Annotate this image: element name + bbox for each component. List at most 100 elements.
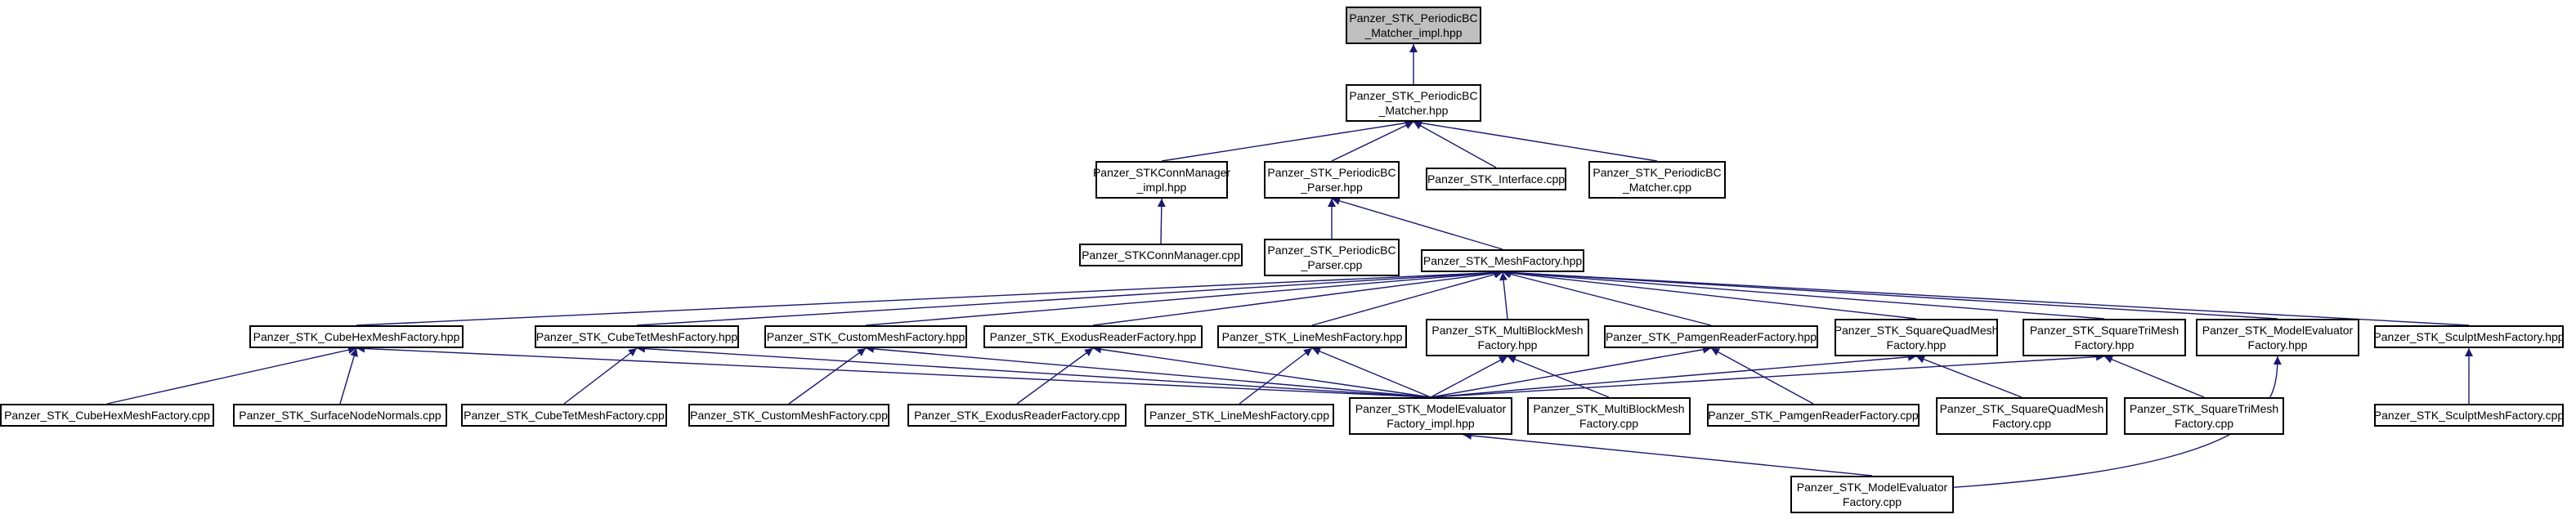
file-node-label: Factory.cpp [2174, 417, 2234, 430]
file-node-sculpt-cpp[interactable]: Panzer_STK_SculptMeshFactory.cpp [2374, 404, 2564, 427]
file-node-label: Panzer_STK_ExodusReaderFactory.hpp [989, 330, 1197, 343]
edge-conn-cpp-to-conn-impl [1157, 198, 1166, 244]
file-node-sculpt[interactable]: Panzer_STK_SculptMeshFactory.hpp [2373, 325, 2565, 348]
file-node-label: Panzer_STK_CubeTetMeshFactory.cpp [464, 409, 665, 422]
file-node-label: Panzer_STK_PeriodicBC [1593, 166, 1722, 179]
file-node-label: Panzer_STK_CubeHexMeshFactory.cpp [4, 409, 210, 422]
file-node-label: Panzer_STK_ModelEvaluator [2202, 324, 2354, 337]
edge-modeleval-impl-to-squaretri [1430, 352, 2105, 398]
edge-conn-impl-to-matcher-hpp [1161, 119, 1414, 162]
edge-multiblock-cpp-to-multiblock [1507, 356, 1610, 398]
file-node-label: Panzer_STK_CustomMeshFactory.cpp [690, 409, 888, 422]
file-node-label: _Parser.hpp [1301, 181, 1363, 194]
file-node-label: Panzer_STK_CustomMeshFactory.hpp [766, 330, 965, 343]
file-node-label: Factory.hpp [2074, 338, 2135, 351]
edge-modeleval-cpp-to-modeleval-impl [1463, 432, 1873, 476]
file-node-label: Factory.cpp [1579, 417, 1639, 430]
file-node-parser-hpp[interactable]: Panzer_STK_PeriodicBC_Parser.hpp [1264, 161, 1400, 199]
edge-matcher-cpp-to-matcher-hpp [1413, 119, 1658, 162]
edge-modeleval-impl-to-multiblock [1430, 356, 1508, 398]
edge-squarequad-cpp-to-squarequad [1915, 355, 2023, 398]
edge-modeleval-impl-to-pamgen [1430, 345, 1712, 398]
file-node-custom-cpp[interactable]: Panzer_STK_CustomMeshFactory.cpp [688, 404, 889, 427]
file-node-matcher-cpp[interactable]: Panzer_STK_PeriodicBC _Matcher.cpp [1588, 161, 1726, 199]
edge-modeleval-cpp-to-modeleval [1871, 356, 2282, 493]
file-node-exodus[interactable]: Panzer_STK_ExodusReaderFactory.hpp [983, 325, 1203, 348]
edge-squaretri-cpp-to-squaretri [2103, 356, 2205, 398]
file-node-interface-cpp[interactable]: Panzer_STK_Interface.cpp [1426, 168, 1566, 190]
edge-exodus-to-meshfactory [1092, 269, 1503, 326]
file-node-label: _Matcher_impl.hpp [1364, 26, 1463, 39]
file-node-label: Panzer_STK_SquareTriMesh [2029, 324, 2180, 337]
file-node-pamgen-cpp[interactable]: Panzer_STK_PamgenReaderFactory.cpp [1707, 404, 1920, 427]
edge-multiblock-to-meshfactory [1499, 271, 1508, 320]
file-node-label: Factory.hpp [2247, 338, 2308, 351]
file-node-label: Panzer_STK_SquareQuadMesh [1834, 324, 1999, 337]
file-node-meshfactory[interactable]: Panzer_STK_MeshFactory.hpp [1421, 249, 1584, 272]
edge-exodus-cpp-to-exodus [1016, 347, 1094, 405]
file-node-cubetet[interactable]: Panzer_STK_CubeTetMeshFactory.hpp [535, 325, 739, 348]
edge-interface-cpp-to-matcher-hpp [1413, 121, 1497, 168]
file-node-cubetet-cpp[interactable]: Panzer_STK_CubeTetMeshFactory.cpp [461, 404, 667, 427]
edge-modeleval-impl-to-cubehex [356, 344, 1431, 398]
file-node-label: Factory.cpp [1991, 417, 2052, 430]
file-node-label: Panzer_STK_PeriodicBC [1349, 89, 1478, 102]
file-node-label: Panzer_STK_CubeHexMeshFactory.hpp [253, 330, 460, 343]
file-node-label: Panzer_STKConnManager [1092, 166, 1231, 179]
edge-modeleval-impl-to-exodus [1092, 345, 1431, 398]
edge-modeleval-to-meshfactory [1502, 268, 2278, 320]
file-node-label: Panzer_STK_PamgenReaderFactory.hpp [1605, 330, 1817, 343]
file-node-label: Panzer_STK_PeriodicBC [1267, 244, 1396, 257]
file-node-line[interactable]: Panzer_STK_LineMeshFactory.hpp [1217, 325, 1407, 348]
edge-sculpt-to-meshfactory [1502, 268, 2470, 326]
edge-squaretri-to-meshfactory [1502, 268, 2105, 320]
file-node-matcher-hpp[interactable]: Panzer_STK_PeriodicBC _Matcher.hpp [1346, 84, 1481, 122]
file-node-conn-impl[interactable]: Panzer_STKConnManager_impl.hpp [1092, 161, 1231, 199]
edge-modeleval-impl-to-line [1311, 347, 1431, 398]
file-node-cubehex[interactable]: Panzer_STK_CubeHexMeshFactory.hpp [249, 325, 464, 348]
edge-pamgen-to-meshfactory [1502, 270, 1712, 326]
edge-modeleval-impl-to-squarequad [1430, 352, 1917, 398]
edge-cubehex-cpp-to-cubehex [106, 346, 357, 405]
edge-custom-cpp-to-custom [788, 347, 867, 405]
file-node-label: Panzer_STK_ExodusReaderFactory.cpp [914, 409, 1120, 422]
file-node-label: Factory.hpp [1886, 338, 1947, 351]
file-node-custom[interactable]: Panzer_STK_CustomMeshFactory.hpp [764, 325, 967, 348]
file-node-conn-cpp[interactable]: Panzer_STKConnManager.cpp [1079, 244, 1243, 266]
file-node-label: Panzer_STK_MultiBlockMesh [1431, 324, 1584, 337]
file-node-parser-cpp[interactable]: Panzer_STK_PeriodicBC_Parser.cpp [1264, 239, 1400, 276]
file-node-cubehex-cpp[interactable]: Panzer_STK_CubeHexMeshFactory.cpp [0, 404, 214, 427]
file-node-label: Factory_impl.hpp [1387, 417, 1475, 430]
file-node-label: Panzer_STK_SculptMeshFactory.hpp [2373, 330, 2565, 343]
file-node-label: Panzer_STK_PamgenReaderFactory.cpp [1708, 409, 1919, 422]
file-node-label: Panzer_STK_CubeTetMeshFactory.hpp [535, 330, 738, 343]
file-node-label: Panzer_STK_LineMeshFactory.hpp [1221, 330, 1403, 343]
file-node-label: Panzer_STK_MeshFactory.hpp [1422, 254, 1583, 267]
edge-meshfactory-to-parser-hpp [1331, 197, 1503, 250]
file-node-label: Panzer_STK_Interface.cpp [1427, 172, 1566, 186]
file-node-label: _Matcher.hpp [1378, 104, 1449, 117]
file-node-label: Panzer_STK_ModelEvaluator [1796, 481, 1948, 494]
file-node-line-cpp[interactable]: Panzer_STK_LineMeshFactory.cpp [1145, 404, 1334, 427]
edge-cubehex-to-meshfactory [356, 268, 1503, 326]
edge-parser-hpp-to-matcher-hpp [1331, 121, 1414, 162]
edge-surfacenode-cpp-to-cubehex [339, 347, 358, 405]
edge-pamgen-cpp-to-pamgen [1710, 347, 1814, 405]
file-node-surfacenode-cpp[interactable]: Panzer_STK_SurfaceNodeNormals.cpp [233, 404, 447, 427]
edge-squarequad-to-meshfactory [1502, 269, 1917, 320]
file-node-exodus-cpp[interactable]: Panzer_STK_ExodusReaderFactory.cpp [907, 404, 1127, 427]
file-node-label: Factory.cpp [1842, 495, 1902, 508]
file-node-label: _Matcher.cpp [1622, 181, 1692, 194]
file-node-pamgen[interactable]: Panzer_STK_PamgenReaderFactory.hpp [1604, 325, 1818, 348]
